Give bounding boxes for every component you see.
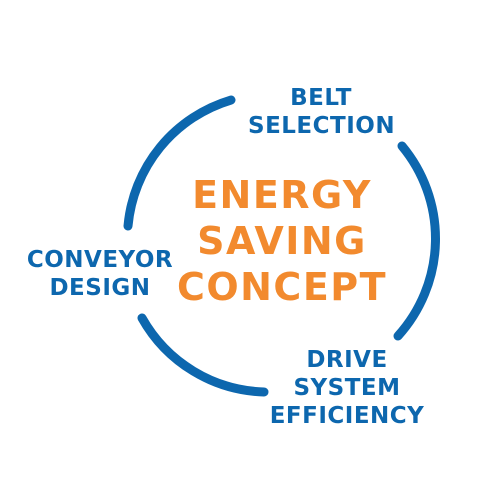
node-belt-selection: BELT SELECTION: [248, 84, 396, 140]
node-label-line: DESIGN: [49, 275, 151, 301]
center-title-line: CONCEPT: [176, 265, 388, 309]
ring-arc-right: [393, 141, 440, 341]
node-label-line: BELT: [290, 85, 352, 111]
node-label-line: SELECTION: [248, 113, 396, 139]
node-label-line: SYSTEM: [293, 375, 401, 401]
node-drive-system-efficiency: DRIVE SYSTEM EFFICIENCY: [262, 346, 432, 430]
node-label-line: EFFICIENCY: [269, 403, 425, 429]
center-title: ENERGY SAVING CONCEPT: [172, 172, 392, 310]
center-title-line: ENERGY: [192, 173, 372, 217]
ring-arc-bottom-left: [137, 313, 269, 397]
ring-arc-top-left: [123, 95, 236, 231]
node-conveyor-design: CONVEYOR DESIGN: [18, 246, 182, 302]
center-title-line: SAVING: [197, 219, 367, 263]
node-label-line: CONVEYOR: [26, 247, 174, 273]
node-label-line: DRIVE: [306, 347, 388, 373]
